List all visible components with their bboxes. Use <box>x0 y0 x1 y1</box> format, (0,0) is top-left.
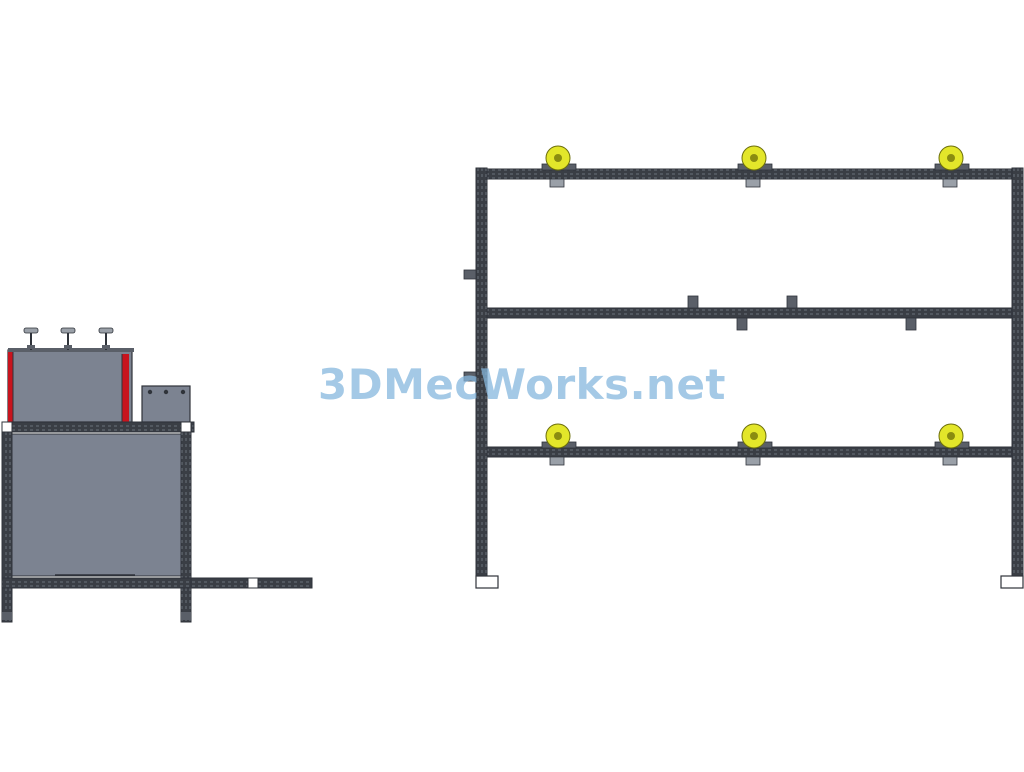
left-frame-post <box>1 431 13 623</box>
top-frame-rail <box>1 421 195 433</box>
adjustment-knob-1 <box>23 327 39 350</box>
roller-lower-2 <box>737 423 773 466</box>
middle-rail-clamps <box>687 295 917 331</box>
adjustment-knob-2 <box>60 327 76 350</box>
lower-panel <box>11 433 182 577</box>
upper-housing <box>7 348 134 423</box>
frame-post-right <box>1011 167 1024 581</box>
left-red-side-plate <box>8 350 13 422</box>
lower-rail <box>486 446 1013 458</box>
bottom-frame-rail <box>1 577 195 589</box>
foot-left <box>475 575 499 589</box>
roller-top-1 <box>541 145 577 188</box>
middle-rail <box>486 307 1013 319</box>
left-machine-assembly <box>1 327 313 623</box>
foot-right <box>1000 575 1024 589</box>
right-frame-post <box>180 431 192 623</box>
adjustment-knob-3 <box>98 327 114 350</box>
roller-top-2 <box>737 145 773 188</box>
roller-top-3 <box>934 145 970 188</box>
side-bracket-box <box>141 385 191 423</box>
right-red-side-plate <box>122 354 129 422</box>
frame-post-left <box>475 167 488 581</box>
roller-lower-3 <box>934 423 970 466</box>
top-rail <box>486 168 1013 180</box>
roller-lower-1 <box>541 423 577 466</box>
right-conveyor-frame <box>463 145 1024 589</box>
